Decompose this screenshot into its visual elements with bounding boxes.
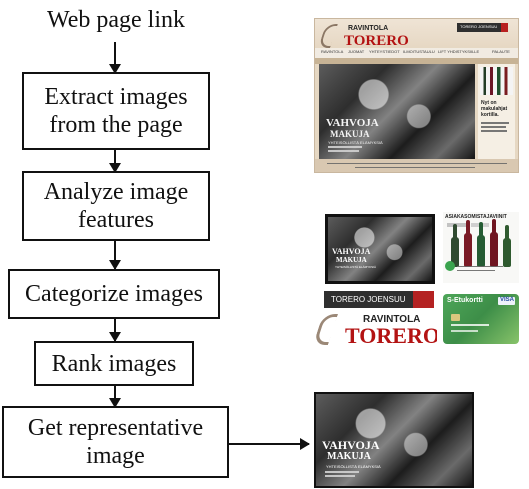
step-extract-images: Extract images from the page xyxy=(22,72,210,150)
card-network-box xyxy=(498,297,515,305)
website-side-wine-strip xyxy=(480,67,513,95)
website-side-copy-line-2 xyxy=(481,126,506,128)
website-hero-photo xyxy=(319,64,475,159)
flow-arrow-5 xyxy=(109,386,121,408)
restaurant-logo-thumbnail: RAVINTOLA TORERO xyxy=(313,310,437,348)
representative-copy-line-1 xyxy=(325,471,359,473)
website-header-box-accent xyxy=(501,23,508,32)
representative-image-photo xyxy=(316,394,472,486)
flow-arrow-3 xyxy=(109,241,121,270)
card-name-line xyxy=(451,330,478,332)
step-get-representative-image: Get representative image xyxy=(2,406,229,478)
restaurant-logo-main: TORERO xyxy=(345,323,437,348)
step-get-representative-image-text: Get representative image xyxy=(27,415,204,469)
category-hero-thumbnail: VAHVOJA MAKUJA YHTEISÖLLISTÄ ELÄMYKSIÄ xyxy=(325,214,435,284)
wine-ad-badge xyxy=(445,261,455,271)
website-breadcrumb-bar xyxy=(315,58,518,64)
website-header-box xyxy=(457,23,501,32)
wine-ad-copy-line-1 xyxy=(457,266,503,267)
card-number-line xyxy=(451,324,489,326)
flow-arrow-4 xyxy=(109,319,121,342)
wine-ad-label-1 xyxy=(447,223,467,227)
category-hero-line-3: YHTEISÖLLISTÄ ELÄMYKSIÄ xyxy=(335,265,377,269)
representative-hero-line-1: VAHVOJA xyxy=(322,438,380,452)
flow-arrow-2 xyxy=(109,150,121,173)
website-thumbnail: RAVINTOLA TORERO TORERO JOENSUU RAVINTOL… xyxy=(314,18,519,173)
step-rank-images: Rank images xyxy=(34,341,194,386)
wine-bottle-1 xyxy=(451,237,459,267)
wine-bottle-5 xyxy=(503,238,511,267)
website-hero-line-1: VAHVOJA xyxy=(326,117,379,129)
website-hero-line-2: MAKUJA xyxy=(330,129,370,139)
header-box-thumbnail-text: TORERO JOENSUU xyxy=(331,295,406,304)
flow-arrow-1 xyxy=(109,42,121,74)
web-page-link-label: Web page link xyxy=(46,7,186,33)
nav-item-5: LIFT YHDISTYKSIILLE xyxy=(438,49,480,54)
wine-bottle-2 xyxy=(464,233,472,267)
restaurant-logo-mark xyxy=(313,314,339,345)
nav-item-1: RAVINTOLA xyxy=(321,49,344,54)
website-side-copy-line-1 xyxy=(481,122,509,124)
restaurant-logo-top: RAVINTOLA xyxy=(363,314,421,325)
representative-copy-line-2 xyxy=(325,475,355,477)
header-box-thumbnail-accent xyxy=(413,291,434,308)
website-header-box-text: TORERO JOENSUU xyxy=(460,24,498,29)
card-network-text: VISA xyxy=(500,297,515,303)
card-chip xyxy=(451,314,460,321)
website-hero-copy-line-1 xyxy=(328,146,362,148)
step-categorize-images: Categorize images xyxy=(8,269,220,319)
step-extract-images-text: Extract images from the page xyxy=(44,84,188,138)
representative-hero-line-2: MAKUJA xyxy=(327,451,371,462)
card-thumbnail: S-Etukortti VISA xyxy=(443,294,519,344)
step-analyze-features-text: Analyze image features xyxy=(43,179,189,233)
nav-item-4: ILMOITUSTAULU xyxy=(403,49,435,54)
representative-hero-line-3: YHTEISÖLLISTÄ ELÄMYKSIÄ xyxy=(326,464,381,469)
wine-ad-title: ASIAKASOMISTAJAVIINIT xyxy=(445,214,507,220)
step-analyze-features: Analyze image features xyxy=(22,171,210,241)
wine-ad-thumbnail: ASIAKASOMISTAJAVIINIT xyxy=(443,212,519,283)
category-hero-line-2: MAKUJA xyxy=(336,256,367,264)
website-hero-line-3: YHTEISÖLLISTÄ ELÄMYKSIÄ xyxy=(328,140,383,145)
nav-item-6: PALAUTE xyxy=(492,49,510,54)
wine-bottle-4 xyxy=(490,232,498,267)
wine-ad-copy-line-2 xyxy=(457,270,495,271)
nav-item-2: JUOMAT xyxy=(348,49,365,54)
website-footer-line-1 xyxy=(327,163,507,164)
representative-arrow xyxy=(229,438,310,450)
website-nav-bar xyxy=(315,48,518,58)
website-side-copy-line-3 xyxy=(481,130,507,132)
website-footer-band xyxy=(315,159,518,172)
step-rank-images-text: Rank images xyxy=(51,350,177,377)
website-footer-line-2 xyxy=(355,167,475,168)
nav-item-3: YHTEYSTIEDOT xyxy=(369,49,400,54)
card-brand-text: S-Etukortti xyxy=(447,297,483,304)
category-hero-line-1: VAHVOJA xyxy=(332,247,371,256)
wine-bottle-3 xyxy=(477,235,485,267)
header-box-thumbnail: TORERO JOENSUU xyxy=(324,291,434,308)
step-categorize-images-text: Categorize images xyxy=(25,281,203,307)
website-hero-copy-line-2 xyxy=(328,150,359,152)
representative-image-thumbnail: VAHVOJA MAKUJA YHTEISÖLLISTÄ ELÄMYKSIÄ xyxy=(314,392,474,488)
website-logo-main: TORERO xyxy=(344,33,409,49)
website-logo-top: RAVINTOLA xyxy=(348,25,389,32)
website-side-title: Nyt on makulahjat kortilla. xyxy=(481,100,508,118)
category-hero-photo xyxy=(328,217,432,281)
